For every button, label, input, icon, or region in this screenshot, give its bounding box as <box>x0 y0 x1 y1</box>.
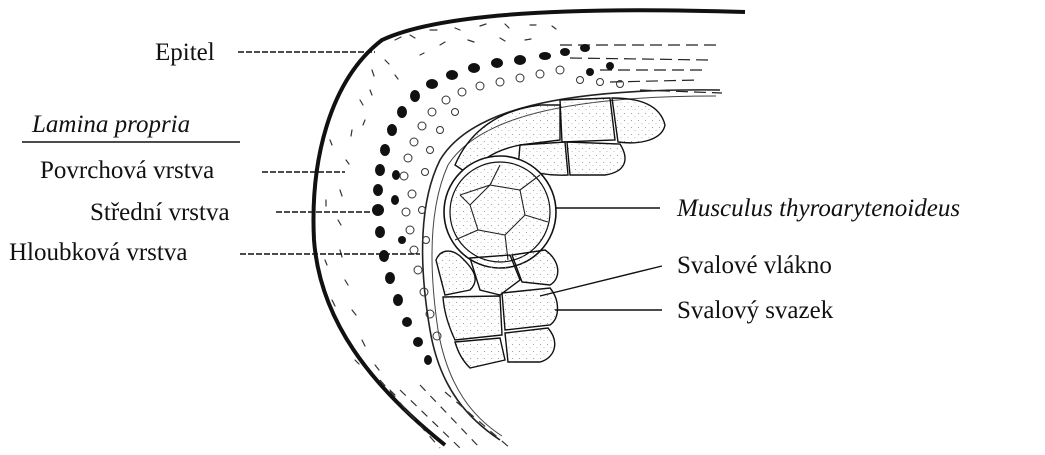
label-stredni-vrstva: Střední vrstva <box>90 200 230 225</box>
label-svalovy-svazek: Svalový svazek <box>677 298 833 323</box>
label-povrchova-vrstva: Povrchová vrstva <box>40 158 214 183</box>
muscle-bundles-lower <box>436 250 558 368</box>
label-epitel: Epitel <box>155 40 215 65</box>
leader-lines <box>238 52 420 254</box>
leader-lines-right <box>540 208 662 310</box>
dashed-lines-lower <box>380 380 510 448</box>
label-hloubkova-vrstva: Hloubková vrstva <box>9 240 187 265</box>
label-musculus-thyroarytenoideus: Musculus thyroarytenoideus <box>677 196 960 221</box>
label-svalove-vlakno: Svalové vlákno <box>677 253 832 278</box>
dashed-lines-upper <box>560 45 722 93</box>
label-lamina-propria: Lamina propria <box>32 112 190 137</box>
